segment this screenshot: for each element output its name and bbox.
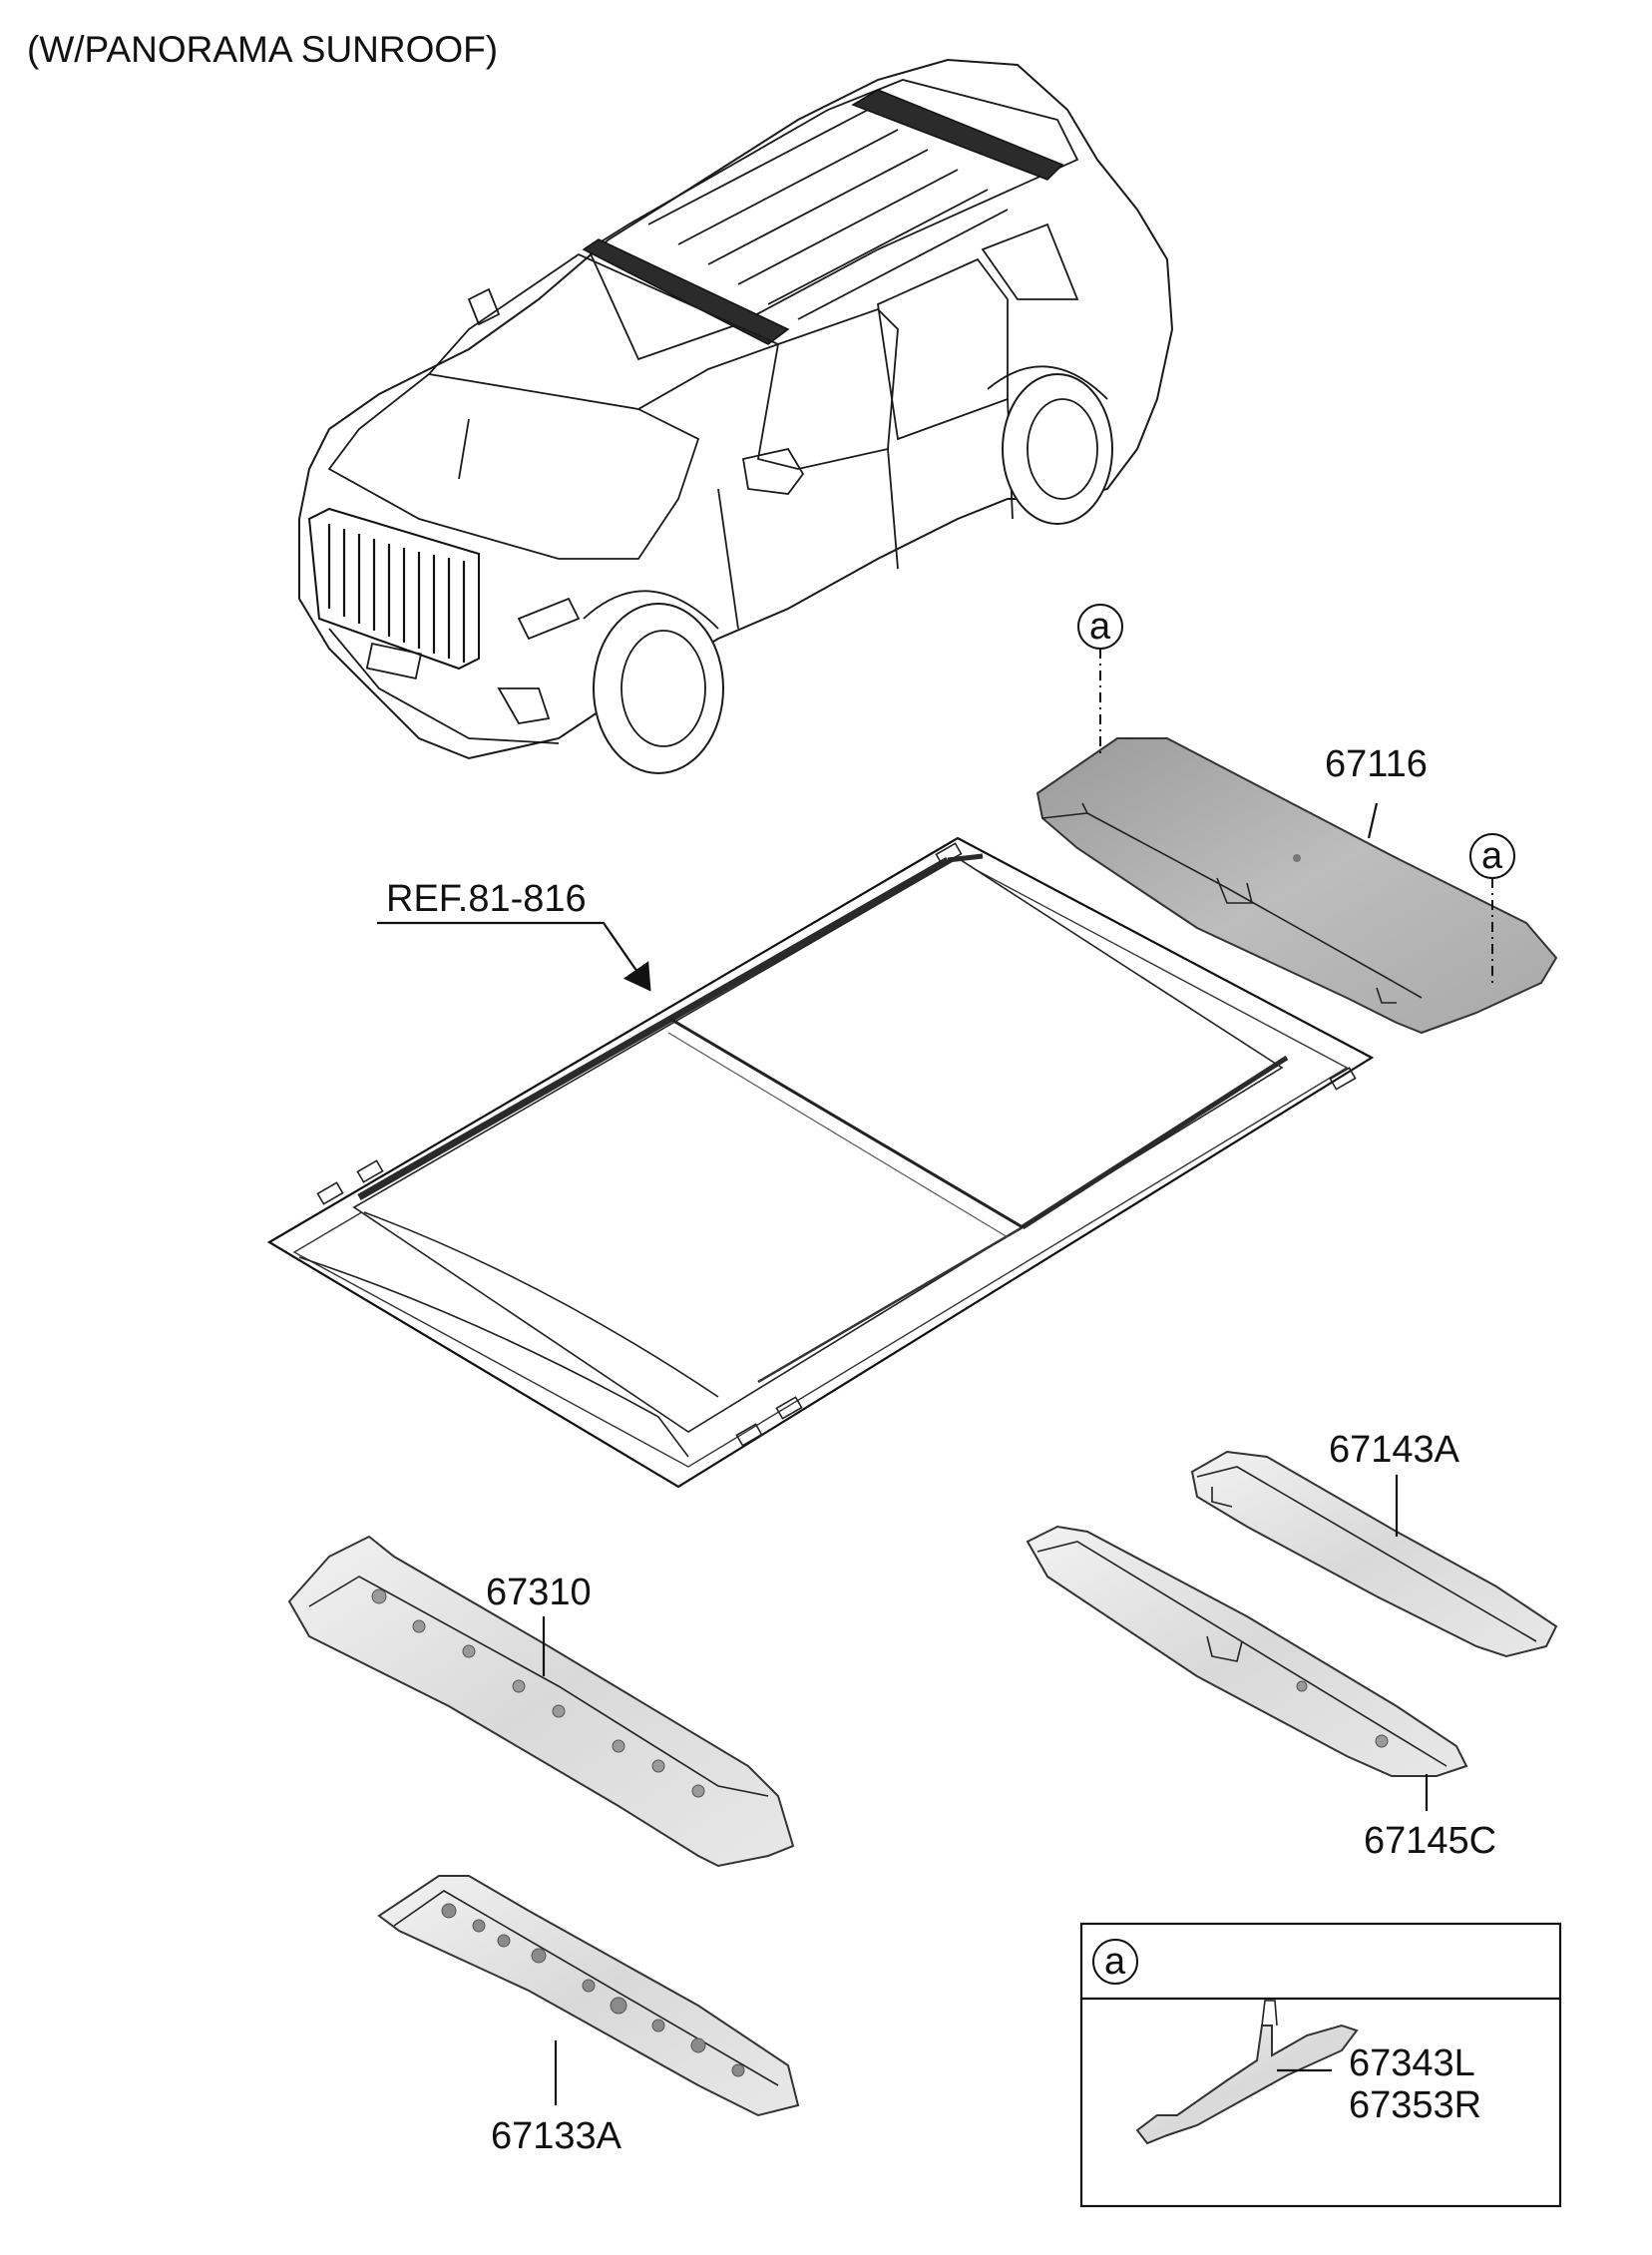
label-67145C: 67145C (1364, 1820, 1496, 1862)
roof-panel (266, 836, 1375, 1489)
callout-a-box-letter: a (1104, 1941, 1126, 1983)
label-67353R: 67353R (1349, 2084, 1481, 2126)
part-67133A (377, 1875, 800, 2117)
ref-label: REF.81-816 (386, 878, 587, 920)
callout-a-top-letter: a (1089, 606, 1111, 648)
detail-box-a: a (1079, 1922, 1562, 2208)
callout-a-right-letter: a (1481, 835, 1503, 877)
part-67116 (1035, 737, 1558, 1035)
part-67143A (1190, 1450, 1558, 1658)
part-67310 (287, 1535, 795, 1868)
callout-a-box (1092, 1939, 1138, 1985)
label-67143A: 67143A (1329, 1429, 1460, 1471)
label-67133A: 67133A (491, 2115, 622, 2157)
vehicle-illustration (298, 58, 1174, 774)
label-67343L: 67343L (1349, 2042, 1475, 2084)
label-67310: 67310 (486, 1572, 592, 1613)
part-67145C (1026, 1525, 1468, 1777)
diagram-title: (W/PANORAMA SUNROOF) (27, 29, 498, 70)
label-67116: 67116 (1325, 743, 1428, 785)
